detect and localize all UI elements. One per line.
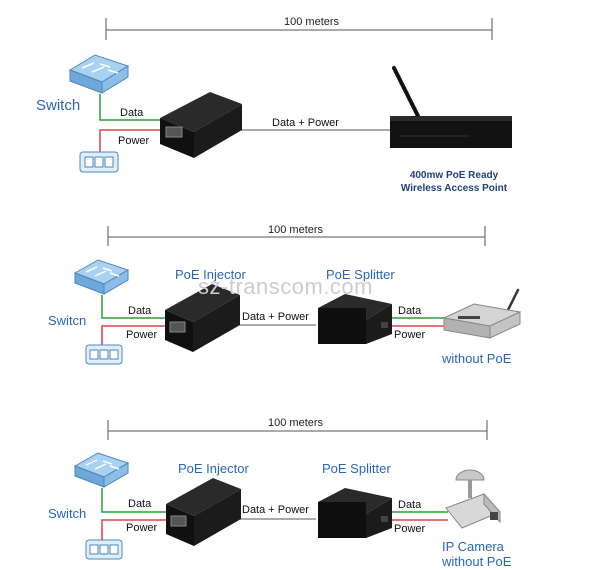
- poe-injector-icon: [160, 92, 242, 158]
- distance-marker-2: [107, 226, 486, 246]
- switch-label-1: Switch: [36, 97, 81, 114]
- ip-camera-icon: [445, 469, 501, 529]
- device-label-2: without PoE: [442, 351, 512, 366]
- network-switch-icon: [73, 259, 130, 295]
- network-switch-icon: [68, 54, 130, 94]
- data-label-2a: Data: [128, 305, 152, 317]
- poe-splitter-icon: [318, 294, 392, 344]
- ap-caption-line1: 400mw PoE Ready: [409, 170, 499, 181]
- power-label-1: Power: [118, 135, 150, 147]
- splitter-label-3: PoE Splitter: [322, 461, 391, 476]
- splitter-label-2: PoE Splitter: [326, 267, 395, 282]
- power-label-2b: Power: [394, 329, 426, 341]
- power-line-3a: [101, 519, 168, 540]
- power-label-2a: Power: [126, 329, 158, 341]
- panel-3: [73, 420, 501, 560]
- injector-label-2: PoE Injector: [175, 267, 246, 282]
- data-label-3a: Data: [128, 498, 152, 510]
- data-power-label-2: Data + Power: [242, 311, 309, 323]
- power-outlet-icon: [85, 344, 123, 365]
- distance-label-1: 100 meters: [284, 16, 340, 28]
- switch-label-2: Switcn: [48, 313, 87, 328]
- distance-label-3: 100 meters: [268, 417, 324, 429]
- switch-label-3: Switch: [48, 506, 87, 521]
- power-line-2a: [101, 325, 168, 345]
- data-label-3b: Data: [398, 499, 422, 511]
- data-line-1: [99, 94, 165, 121]
- distance-label-2: 100 meters: [268, 224, 324, 236]
- distance-marker-1: [105, 18, 493, 40]
- data-line-3a: [101, 488, 168, 513]
- data-label-1: Data: [120, 107, 144, 119]
- panel-1: [68, 18, 512, 173]
- power-line-1: [99, 129, 165, 152]
- ap-caption-line2: Wireless Access Point: [400, 183, 508, 194]
- poe-injector-icon: [165, 284, 240, 352]
- data-power-label-3: Data + Power: [242, 504, 309, 516]
- injector-label-3: PoE Injector: [178, 461, 249, 476]
- power-label-3a: Power: [126, 522, 158, 534]
- watermark: sz-transcom.com: [198, 274, 373, 299]
- power-outlet-icon: [85, 539, 123, 560]
- device-label-3-line1: IP Camera: [442, 539, 504, 554]
- network-switch-icon: [73, 452, 130, 488]
- panel-2: [73, 226, 522, 365]
- data-label-2b: Data: [398, 305, 422, 317]
- data-line-2a: [101, 295, 168, 319]
- poe-splitter-icon: [318, 488, 392, 538]
- distance-marker-3: [107, 420, 488, 440]
- data-power-label-1: Data + Power: [272, 117, 339, 129]
- wireless-access-point-icon: [390, 66, 512, 148]
- poe-injector-icon: [166, 478, 241, 546]
- device-label-3-line2: without PoE: [442, 554, 512, 569]
- wireless-router-icon: [442, 288, 522, 339]
- power-outlet-icon: [79, 151, 119, 173]
- power-label-3b: Power: [394, 523, 426, 535]
